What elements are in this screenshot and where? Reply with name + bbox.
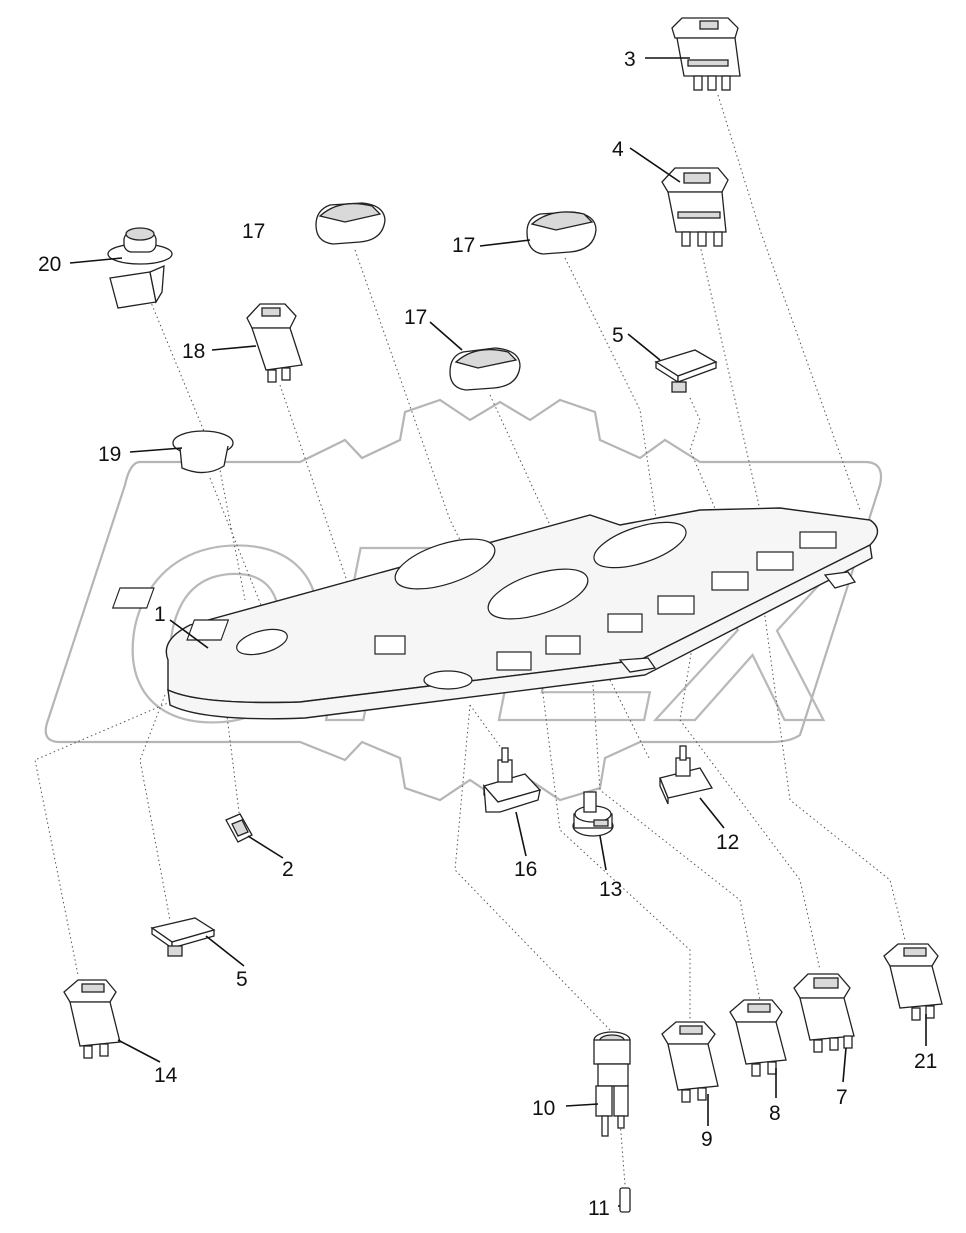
blank-plug-icon <box>150 917 216 957</box>
blank-plug-icon <box>172 430 234 474</box>
callout-11: 11 <box>588 1197 610 1220</box>
callout-8: 8 <box>769 1102 781 1125</box>
switch-slot <box>657 595 695 615</box>
rocker-switch-icon <box>661 1021 719 1103</box>
callout-17: 17 <box>404 306 427 329</box>
knob-hole-right <box>593 521 687 569</box>
rotary-knob-icon <box>526 211 597 255</box>
potentiometer-icon <box>482 747 542 813</box>
rotary-knob-icon <box>449 347 521 391</box>
switch-slot <box>374 635 406 655</box>
callout-17: 17 <box>242 220 265 243</box>
callout-5: 5 <box>236 968 248 991</box>
callout-7: 7 <box>836 1086 848 1109</box>
rocker-switch-icon <box>63 979 121 1059</box>
panel-tab <box>823 571 857 589</box>
potentiometer-icon <box>659 745 714 805</box>
rocker-switch-icon <box>671 17 741 91</box>
callout-4: 4 <box>612 138 624 161</box>
switch-slot <box>607 613 643 633</box>
push-button-icon <box>107 227 173 309</box>
switch-slot <box>545 635 581 655</box>
panel-rim <box>167 543 873 720</box>
switch-slot <box>799 531 837 549</box>
rocker-switch-icon <box>661 167 729 247</box>
callout-13: 13 <box>599 878 622 901</box>
callout-9: 9 <box>701 1128 713 1151</box>
control-panel-icon <box>111 507 879 720</box>
round-hole-left <box>236 628 288 656</box>
callout-17: 17 <box>452 234 475 257</box>
blank-plug-icon <box>654 349 718 393</box>
rotary-knob-icon <box>315 202 386 245</box>
fuse-icon <box>619 1187 631 1213</box>
callout-2: 2 <box>282 858 294 881</box>
rocker-switch-icon <box>729 999 787 1077</box>
callout-19: 20 <box>38 253 61 276</box>
callout-18: 18 <box>182 340 205 363</box>
switch-slot <box>496 651 532 671</box>
potentiometer-icon <box>572 791 614 837</box>
watermark-gear-outline <box>44 398 883 802</box>
callout-16: 16 <box>514 858 537 881</box>
callouts: 3 4 5 20 17 17 17 18 19 1 2 5 14 16 13 1… <box>38 48 937 1220</box>
knob-hole-left <box>394 538 496 590</box>
rocker-switch-icon <box>883 943 943 1021</box>
leader-lines <box>69 57 927 1207</box>
callout-12: 12 <box>716 831 739 854</box>
callout-21: 21 <box>914 1050 937 1073</box>
clip-icon <box>225 813 253 843</box>
round-hole-bottom <box>423 670 473 690</box>
callout-10: 10 <box>532 1097 555 1120</box>
panel-tab <box>618 657 657 673</box>
callout-14: 14 <box>154 1064 178 1087</box>
rocker-switch-icon <box>246 303 303 383</box>
switch-slot <box>186 619 230 641</box>
callout-20: 19 <box>98 443 121 466</box>
switch-slot <box>711 571 749 591</box>
power-socket-icon <box>593 1031 631 1137</box>
knob-hole-center <box>487 568 589 620</box>
callout-1: 1 <box>154 603 166 626</box>
switch-slot <box>756 551 794 571</box>
switch-slot <box>111 587 155 609</box>
rocker-switch-icon <box>793 973 855 1053</box>
callout-3: 3 <box>624 48 636 71</box>
callout-5: 5 <box>612 324 624 347</box>
